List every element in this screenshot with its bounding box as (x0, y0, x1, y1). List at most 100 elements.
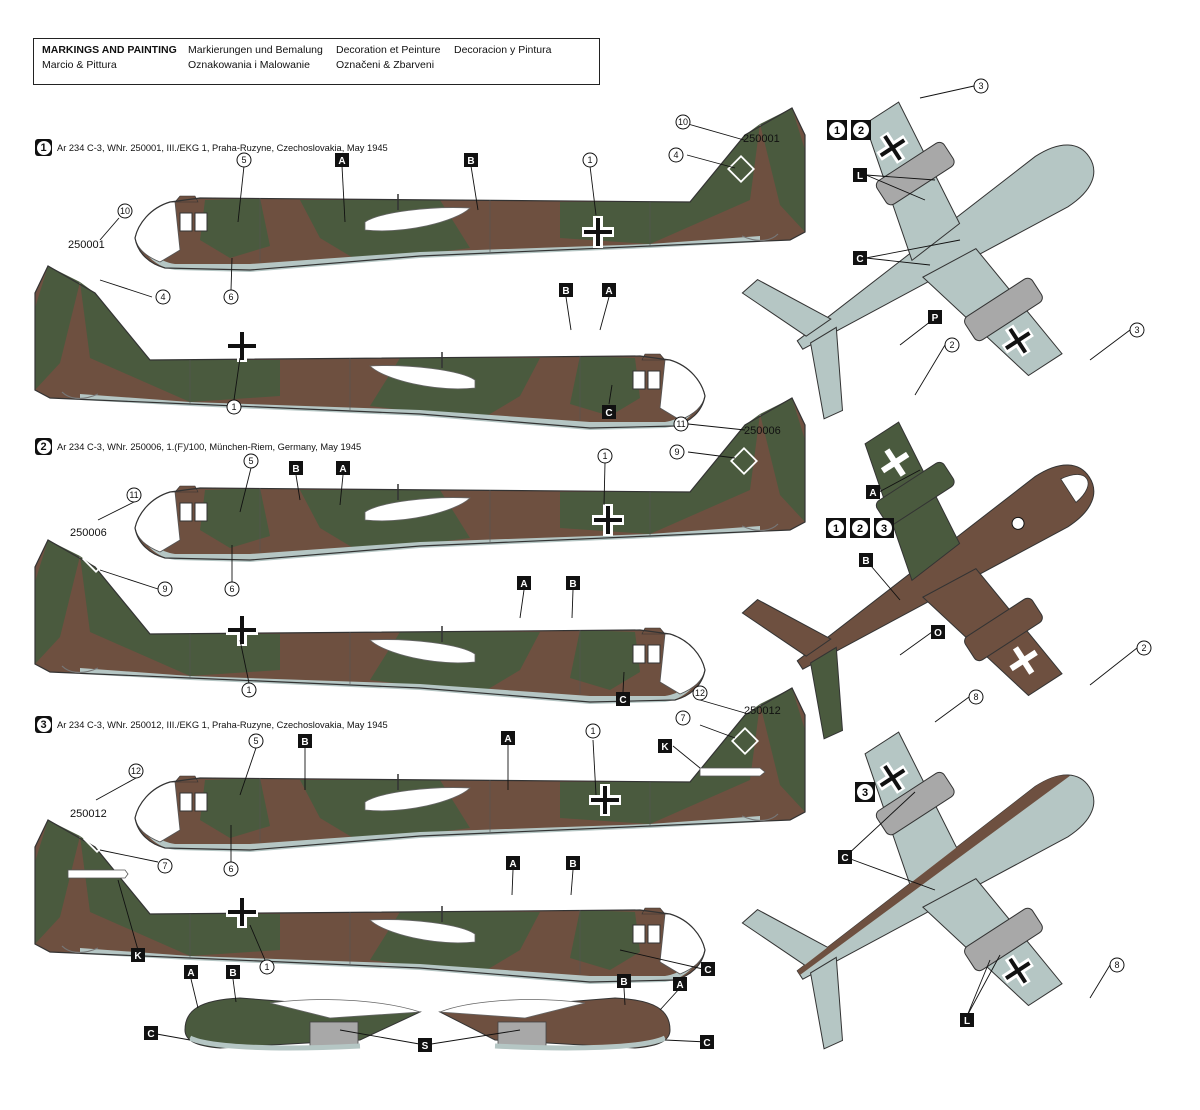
scheme-2-side-left: 250006 (134, 397, 806, 563)
svg-text:7: 7 (162, 861, 167, 871)
svg-text:C: C (605, 408, 612, 419)
scheme-3-code-right: 250012 (744, 705, 781, 717)
header-cz: Označeni & Zbarveni (336, 59, 435, 71)
svg-text:A: A (504, 734, 511, 745)
scheme-1-caption: 1 Ar 234 C-3, WNr. 250001, III./EKG 1, P… (35, 139, 388, 156)
svg-text:1: 1 (587, 155, 592, 165)
svg-text:3: 3 (862, 787, 868, 799)
svg-text:B: B (569, 859, 576, 870)
svg-text:4: 4 (673, 150, 678, 160)
svg-text:O: O (934, 628, 942, 639)
svg-text:6: 6 (229, 584, 234, 594)
scheme-3-badge: 3 (35, 716, 52, 733)
svg-text:12: 12 (131, 766, 141, 776)
svg-text:B: B (292, 464, 299, 475)
scheme-2-caption: 2 Ar 234 C-3, WNr. 250006, 1.(F)/100, Mü… (35, 438, 361, 455)
svg-text:C: C (704, 965, 711, 976)
svg-text:A: A (339, 464, 346, 475)
svg-text:1: 1 (833, 523, 839, 535)
svg-text:B: B (862, 556, 869, 567)
header-it: Marcio & Pittura (42, 59, 117, 71)
markings-header-box: MARKINGS AND PAINTING Markierungen und B… (33, 38, 600, 85)
scheme-1-text: Ar 234 C-3, WNr. 250001, III./EKG 1, Pra… (57, 142, 388, 153)
scheme-1-code-right: 250001 (743, 133, 780, 145)
leader-lines (95, 85, 1138, 1046)
scheme-1-badge: 1 (35, 139, 52, 156)
scheme-3-side-right: 250012 (34, 808, 706, 985)
svg-text:9: 9 (162, 584, 167, 594)
svg-text:5: 5 (253, 736, 258, 746)
scheme-2-side-right: 250006 (34, 527, 706, 705)
plan-badge-3: 3 (855, 782, 875, 802)
header-pl: Oznakowania i Malowanie (188, 59, 310, 71)
svg-text:A: A (520, 579, 527, 590)
number-callouts: 5 1 10 4 6 10 4 1 5 1 11 9 6 11 9 1 5 1 … (117, 78, 1152, 975)
svg-text:1: 1 (231, 402, 236, 412)
scheme-1-code-left: 250001 (68, 239, 105, 251)
svg-text:C: C (703, 1038, 710, 1049)
svg-text:B: B (229, 968, 236, 979)
svg-text:11: 11 (129, 490, 138, 500)
svg-text:B: B (620, 977, 627, 988)
svg-text:B: B (562, 286, 569, 297)
svg-text:C: C (856, 254, 863, 265)
plan-badge-1-2: 1 2 (827, 120, 871, 140)
header-en: MARKINGS AND PAINTING (42, 44, 177, 56)
svg-text:C: C (147, 1029, 154, 1040)
section-left (184, 997, 422, 1051)
svg-text:1: 1 (264, 962, 269, 972)
header-es: Decoracion y Pintura (454, 44, 552, 56)
svg-text:8: 8 (1114, 960, 1119, 970)
svg-text:5: 5 (248, 456, 253, 466)
svg-text:2: 2 (858, 125, 864, 137)
svg-text:8: 8 (973, 692, 978, 702)
svg-text:P: P (932, 313, 939, 324)
scheme-1-side-right: 250001 (34, 239, 706, 431)
svg-text:4: 4 (160, 292, 165, 302)
svg-text:K: K (661, 742, 669, 753)
svg-text:11: 11 (676, 419, 685, 429)
svg-text:3: 3 (978, 81, 983, 91)
svg-text:10: 10 (120, 206, 130, 216)
svg-text:A: A (338, 156, 345, 167)
plan-badge-1-2-3: 1 2 3 (826, 518, 894, 538)
scheme-1-side-left: 250001 (134, 107, 806, 273)
svg-text:A: A (187, 968, 194, 979)
header-fr: Decoration et Peinture (336, 44, 441, 56)
scheme-3-code-left: 250012 (70, 808, 107, 820)
svg-text:L: L (857, 171, 863, 182)
svg-text:2: 2 (949, 340, 954, 350)
plan-underside-3 (701, 660, 1172, 1110)
svg-text:1: 1 (246, 685, 251, 695)
scheme-2-badge: 2 (35, 438, 52, 455)
svg-text:9: 9 (674, 447, 679, 457)
letter-labels: A B B A C B A A B C B A K A B K C A B C … (131, 153, 974, 1052)
scheme-3-side-left: 250012 (134, 687, 806, 853)
svg-text:5: 5 (241, 155, 246, 165)
svg-text:6: 6 (228, 292, 233, 302)
svg-text:6: 6 (228, 864, 233, 874)
scheme-3-text: Ar 234 C-3, WNr. 250012, III./EKG 1, Pra… (57, 719, 388, 730)
section-right (438, 997, 671, 1051)
svg-text:B: B (467, 156, 474, 167)
svg-text:A: A (869, 488, 876, 499)
svg-text:B: B (569, 579, 576, 590)
header-de: Markierungen und Bemalung (188, 44, 323, 56)
svg-text:L: L (964, 1016, 970, 1027)
svg-text:3: 3 (881, 523, 887, 535)
svg-text:1: 1 (590, 726, 595, 736)
svg-text:C: C (841, 853, 848, 864)
svg-text:1: 1 (834, 125, 840, 137)
svg-text:B: B (301, 737, 308, 748)
scheme-2-code-left: 250006 (70, 527, 107, 539)
scheme-2-text: Ar 234 C-3, WNr. 250006, 1.(F)/100, Münc… (57, 441, 362, 452)
svg-text:C: C (619, 695, 626, 706)
svg-text:2: 2 (1141, 643, 1146, 653)
svg-text:A: A (605, 286, 612, 297)
svg-text:7: 7 (680, 713, 685, 723)
svg-text:12: 12 (695, 688, 705, 698)
svg-text:3: 3 (1134, 325, 1139, 335)
svg-text:2: 2 (857, 523, 863, 535)
plan-topside-1-2-3 (741, 421, 1095, 740)
